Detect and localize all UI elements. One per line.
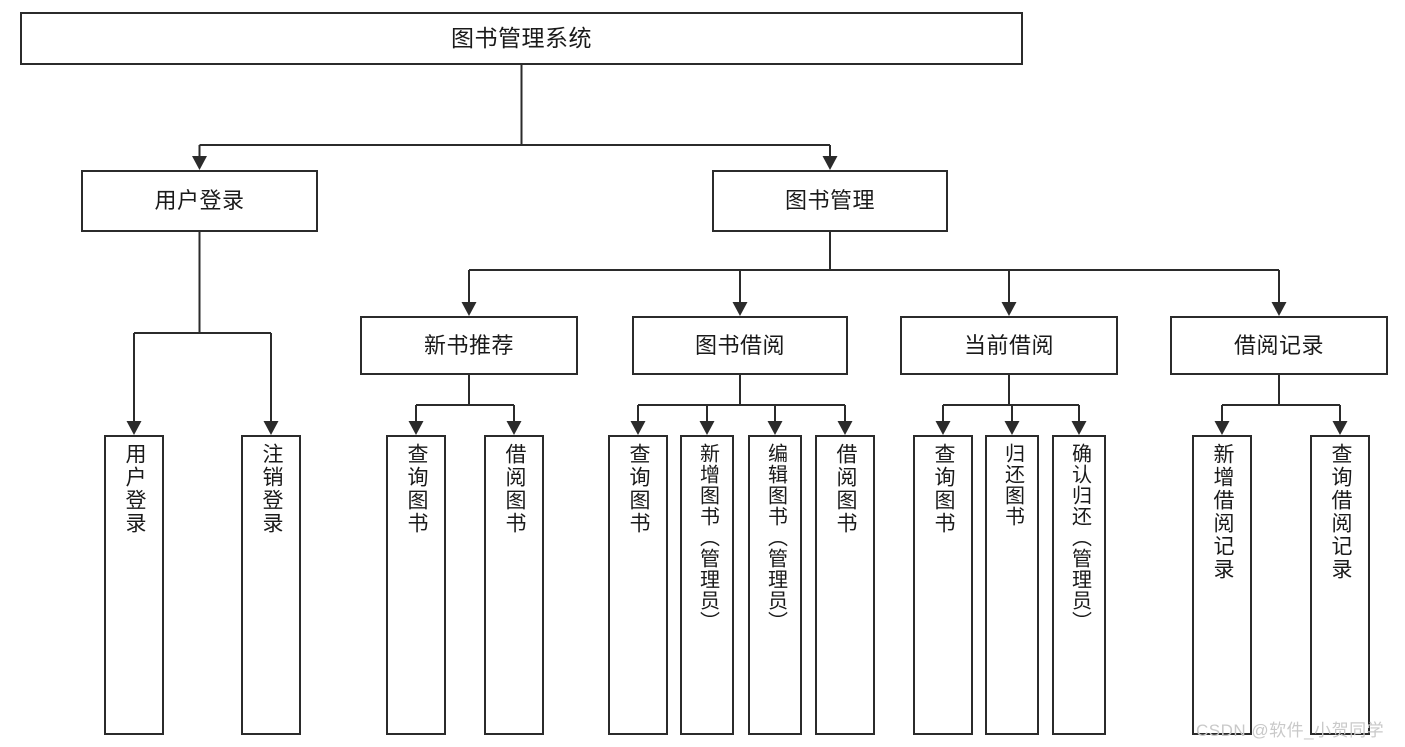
node-book-borrow[interactable]: 图书借阅 xyxy=(632,316,848,375)
node-label: 新增借阅记录 xyxy=(1211,443,1235,581)
node-label: 图书管理系统 xyxy=(451,24,592,51)
node-label: 用户登录 xyxy=(154,188,245,214)
node-label: 图书借阅 xyxy=(694,332,785,358)
leaf-borrow-book-2[interactable]: 借阅图书 xyxy=(815,435,875,735)
leaf-logout[interactable]: 注销登录 xyxy=(241,435,301,735)
node-label: 查询借阅记录 xyxy=(1329,443,1353,581)
leaf-edit-book-admin[interactable]: 编辑图书（管理员） xyxy=(748,435,802,735)
node-label: 注销登录 xyxy=(260,443,284,535)
node-book-management[interactable]: 图书管理 xyxy=(712,170,948,232)
node-root-system[interactable]: 图书管理系统 xyxy=(20,12,1023,65)
node-label: 借阅记录 xyxy=(1233,332,1324,358)
node-label: 归还图书 xyxy=(1001,443,1024,527)
node-label: 查询图书 xyxy=(627,443,651,535)
node-label: 编辑图书（管理员） xyxy=(764,443,787,632)
leaf-query-book-1[interactable]: 查询图书 xyxy=(386,435,446,735)
leaf-borrow-book-1[interactable]: 借阅图书 xyxy=(484,435,544,735)
node-user-login[interactable]: 用户登录 xyxy=(81,170,318,232)
leaf-query-book-3[interactable]: 查询图书 xyxy=(913,435,973,735)
node-current-borrow[interactable]: 当前借阅 xyxy=(900,316,1118,375)
leaf-query-borrow-record[interactable]: 查询借阅记录 xyxy=(1310,435,1370,735)
leaf-return-book[interactable]: 归还图书 xyxy=(985,435,1039,735)
watermark-text: CSDN @软件_小贺同学 xyxy=(1196,721,1385,740)
leaf-confirm-return-admin[interactable]: 确认归还（管理员） xyxy=(1052,435,1106,735)
leaf-add-borrow-record[interactable]: 新增借阅记录 xyxy=(1192,435,1252,735)
node-new-book-recommend[interactable]: 新书推荐 xyxy=(360,316,578,375)
node-label: 用户登录 xyxy=(123,443,147,535)
node-label: 图书管理 xyxy=(784,188,875,214)
leaf-query-book-2[interactable]: 查询图书 xyxy=(608,435,668,735)
node-label: 确认归还（管理员） xyxy=(1068,443,1091,632)
leaf-user-login[interactable]: 用户登录 xyxy=(104,435,164,735)
node-label: 借阅图书 xyxy=(503,443,527,535)
leaf-add-book-admin[interactable]: 新增图书（管理员） xyxy=(680,435,734,735)
node-label: 借阅图书 xyxy=(834,443,858,535)
node-label: 当前借阅 xyxy=(963,332,1054,358)
node-label: 查询图书 xyxy=(932,443,956,535)
node-label: 查询图书 xyxy=(405,443,429,535)
node-borrow-record[interactable]: 借阅记录 xyxy=(1170,316,1388,375)
node-label: 新书推荐 xyxy=(423,332,514,358)
node-label: 新增图书（管理员） xyxy=(696,443,719,632)
